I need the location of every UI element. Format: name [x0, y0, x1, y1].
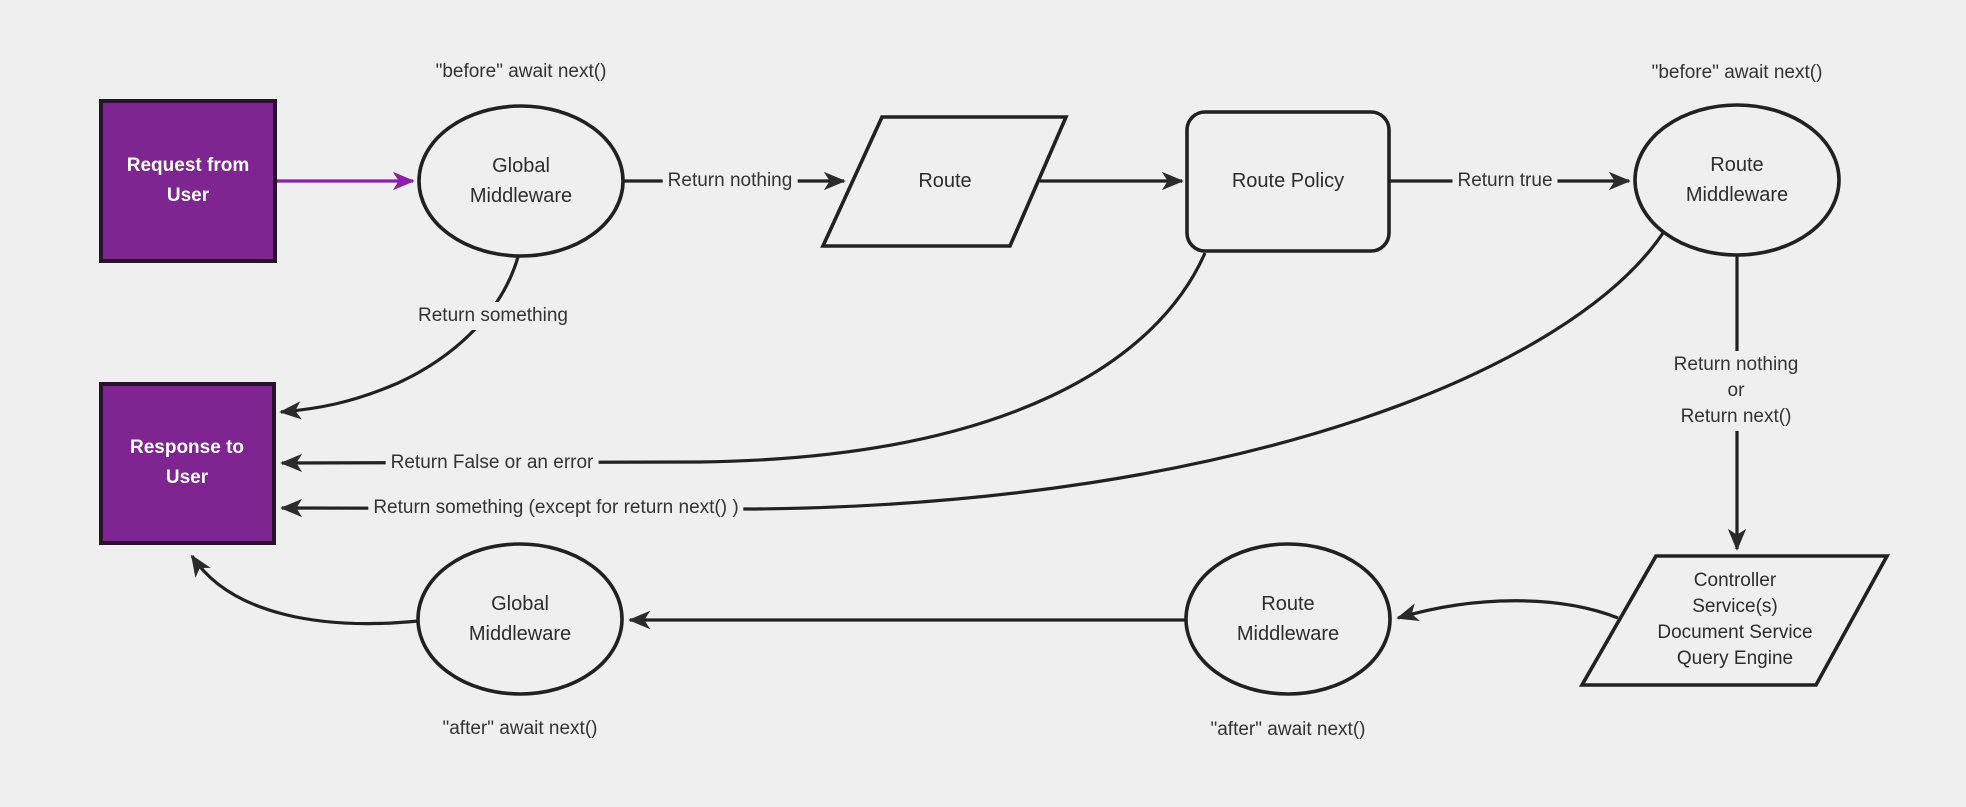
edge-route-policy-return-false [280, 252, 1207, 473]
edge-global-middleware-bottom-to-response [190, 554, 419, 626]
return-nothing-or-next-label: Return nothing or Return next() [1668, 351, 1804, 431]
before-await-next-right-label: "before" await next() [1651, 62, 1823, 83]
edge-route-middleware-return-something-except [280, 232, 1665, 518]
edge-controller-to-route-middleware-bottom [1396, 599, 1619, 622]
return-false-or-error-label: Return False or an error [385, 449, 599, 477]
request-from-user-label: Request from User [126, 155, 250, 206]
route-label: Route [918, 170, 972, 192]
route-policy-box [1185, 110, 1391, 253]
return-something-except-label: Return something (except for return next… [368, 494, 744, 522]
route-policy-label: Route Policy [1231, 170, 1345, 192]
edge-global-middleware-return-something [279, 256, 520, 420]
route-middleware-top-label: Route Middleware [1685, 154, 1789, 206]
route-middleware-top-ellipse [1633, 103, 1841, 257]
return-something-label: Return something [413, 302, 573, 330]
route-middleware-bottom-ellipse [1184, 542, 1392, 696]
before-await-next-left-label: "before" await next() [435, 61, 607, 82]
response-to-user-box [99, 382, 276, 545]
global-middleware-top-ellipse [417, 104, 625, 258]
controller-parallelogram [1578, 554, 1891, 687]
return-nothing-label: Return nothing [662, 167, 798, 195]
route-middleware-bottom-label: Route Middleware [1236, 593, 1340, 645]
controller-label: Controller Service(s) Document Service Q… [1657, 570, 1813, 669]
route-parallelogram [820, 115, 1069, 248]
global-middleware-bottom-label: Global Middleware [468, 593, 572, 645]
global-middleware-bottom-ellipse [416, 542, 624, 696]
return-true-label: Return true [1452, 167, 1558, 195]
global-middleware-top-label: Global Middleware [469, 155, 573, 207]
after-await-next-right-label: "after" await next() [1210, 719, 1366, 740]
response-to-user-label: Response to User [129, 437, 245, 488]
after-await-next-left-label: "after" await next() [442, 718, 598, 739]
request-from-user-box [99, 99, 277, 263]
